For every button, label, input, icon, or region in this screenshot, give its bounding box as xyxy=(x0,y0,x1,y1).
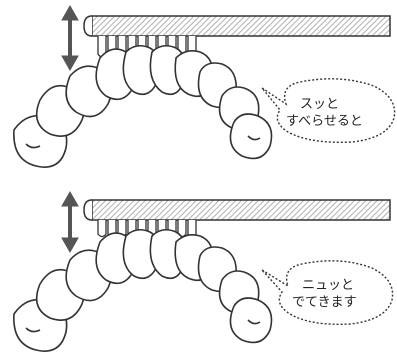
bubble-caption-line: ニュッと xyxy=(302,277,354,294)
bubble-caption-line: でてきます xyxy=(292,294,357,311)
bubble-caption-line: すべらせると xyxy=(286,113,363,130)
panel-2 xyxy=(14,192,393,351)
up-down-arrow-icon xyxy=(62,192,78,252)
teeth-arch xyxy=(14,230,272,351)
up-down-arrow-icon xyxy=(62,6,78,70)
panel-1 xyxy=(14,6,395,167)
teeth-arch xyxy=(14,46,272,167)
bubble-caption-line: スッと xyxy=(300,96,339,113)
toothbrush xyxy=(84,200,390,237)
